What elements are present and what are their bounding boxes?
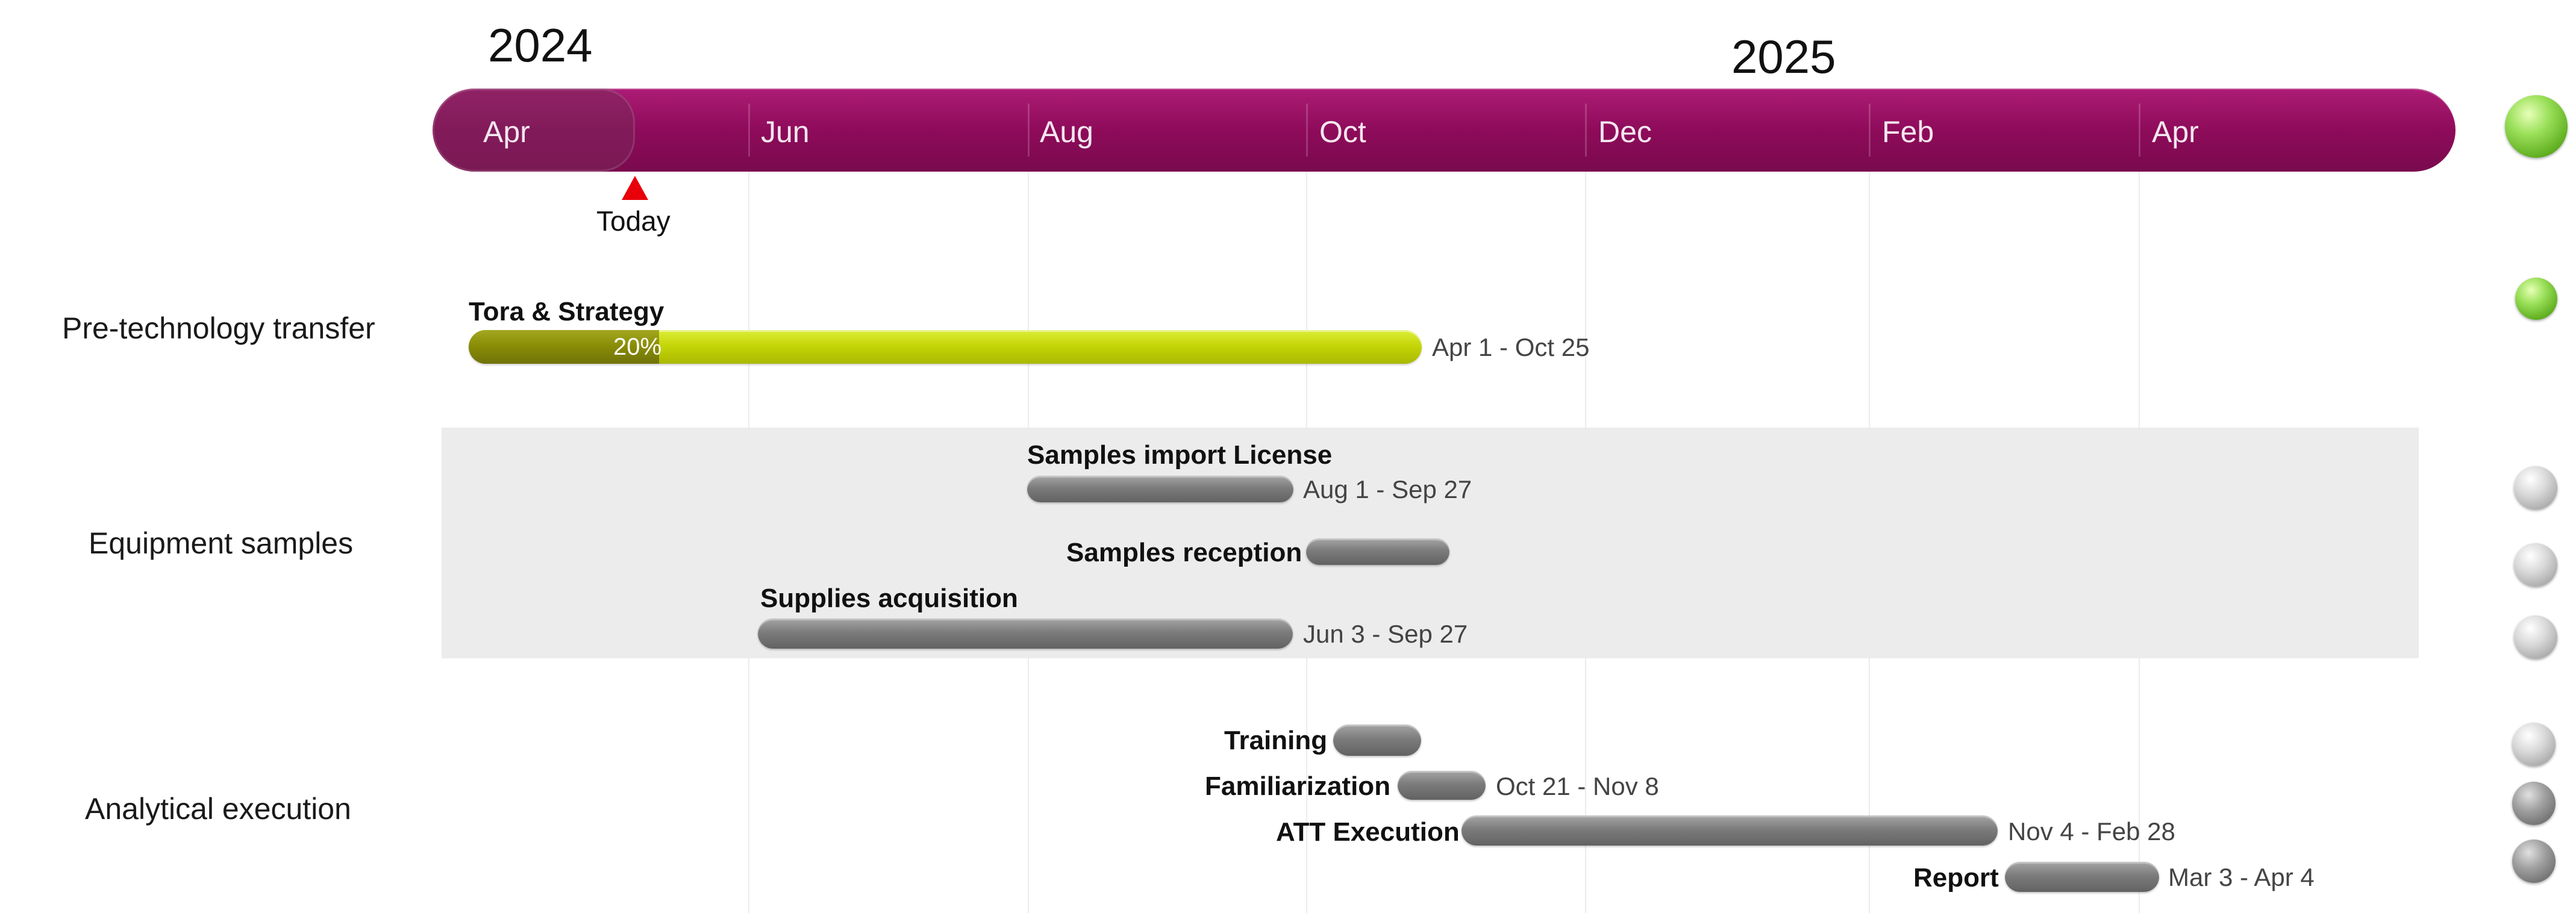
task-bar-training[interactable] (1333, 724, 1421, 756)
timeline-elapsed-segment (433, 89, 635, 172)
month-label-aug: Aug (1040, 115, 1093, 149)
status-indicator-training (2512, 723, 2556, 766)
task-label-supplies-acquisition: Supplies acquisition (760, 584, 1018, 613)
band-separator (1585, 104, 1587, 157)
task-bar-samples-import-license[interactable] (1027, 476, 1293, 502)
task-dates-report: Mar 3 - Apr 4 (2168, 863, 2315, 891)
status-indicator-samples-reception (2514, 543, 2557, 587)
task-bar-tora-strategy[interactable]: 20% (469, 330, 1422, 364)
task-dates-tora-strategy: Apr 1 - Oct 25 (1432, 333, 1590, 361)
task-dates-familiarization: Oct 21 - Nov 8 (1496, 772, 1659, 800)
task-bar-samples-reception[interactable] (1306, 538, 1449, 565)
band-separator (2139, 104, 2140, 157)
month-label-dec: Dec (1598, 115, 1652, 149)
band-separator (1869, 104, 1871, 157)
task-label-report: Report (1913, 863, 1999, 893)
task-dates-samples-import-license: Aug 1 - Sep 27 (1303, 475, 1472, 503)
month-label-jun: Jun (761, 115, 810, 149)
status-indicator-samples-import-license (2514, 466, 2557, 509)
status-indicator-tora-strategy (2515, 278, 2557, 320)
today-label: Today (596, 205, 671, 237)
task-label-samples-reception: Samples reception (1066, 538, 1302, 567)
task-progress-fill (469, 330, 659, 364)
month-label-apr-2025: Apr (2152, 115, 2199, 149)
timeline-band (433, 89, 2456, 172)
status-indicator-familiarization (2512, 782, 2556, 825)
swimlane-label-analytical: Analytical execution (85, 792, 351, 826)
today-marker (622, 176, 648, 200)
status-indicator-supplies-acquisition (2514, 615, 2557, 659)
task-label-tora-strategy: Tora & Strategy (469, 297, 664, 326)
task-bar-supplies-acquisition[interactable] (758, 619, 1293, 649)
year-label-2025: 2025 (1731, 30, 1836, 83)
task-bar-report[interactable] (2005, 862, 2159, 892)
task-label-familiarization: Familiarization (1205, 771, 1391, 801)
month-label-apr: Apr (483, 115, 530, 149)
band-separator (748, 104, 750, 157)
task-progress-label: 20% (613, 334, 662, 360)
task-label-training: Training (1224, 726, 1328, 755)
band-separator (1028, 104, 1030, 157)
status-indicator-att-execution (2512, 840, 2556, 883)
task-label-att-execution: ATT Execution (1276, 817, 1460, 847)
task-label-samples-import-license: Samples import License (1027, 440, 1333, 470)
swimlane-label-equipment: Equipment samples (89, 526, 354, 560)
month-label-feb: Feb (1882, 115, 1934, 149)
task-dates-att-execution: Nov 4 - Feb 28 (2008, 817, 2175, 846)
month-label-oct: Oct (1319, 115, 1366, 149)
task-bar-att-execution[interactable] (1462, 815, 1998, 846)
task-bar-familiarization[interactable] (1398, 771, 1486, 800)
overall-status-indicator (2505, 95, 2568, 158)
swimlane-label-pre-tech: Pre-technology transfer (62, 311, 375, 345)
year-label-2024: 2024 (488, 19, 593, 72)
task-dates-supplies-acquisition: Jun 3 - Sep 27 (1303, 620, 1468, 648)
band-separator (1306, 104, 1308, 157)
